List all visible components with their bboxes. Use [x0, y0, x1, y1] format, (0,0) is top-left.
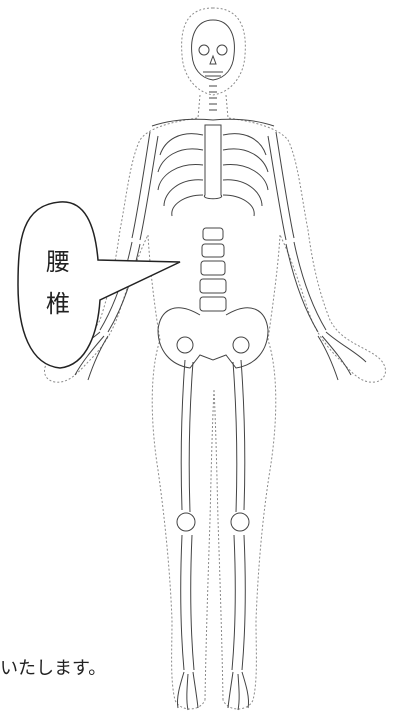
callout-bubble — [18, 202, 180, 368]
body-outline — [44, 8, 385, 709]
callout-label-lumbar-2: 椎 — [38, 292, 78, 316]
footer-text: いたします。 — [0, 654, 106, 680]
callout-label-lumbar-1: 腰 — [38, 250, 78, 274]
skeleton-bones — [60, 20, 366, 710]
